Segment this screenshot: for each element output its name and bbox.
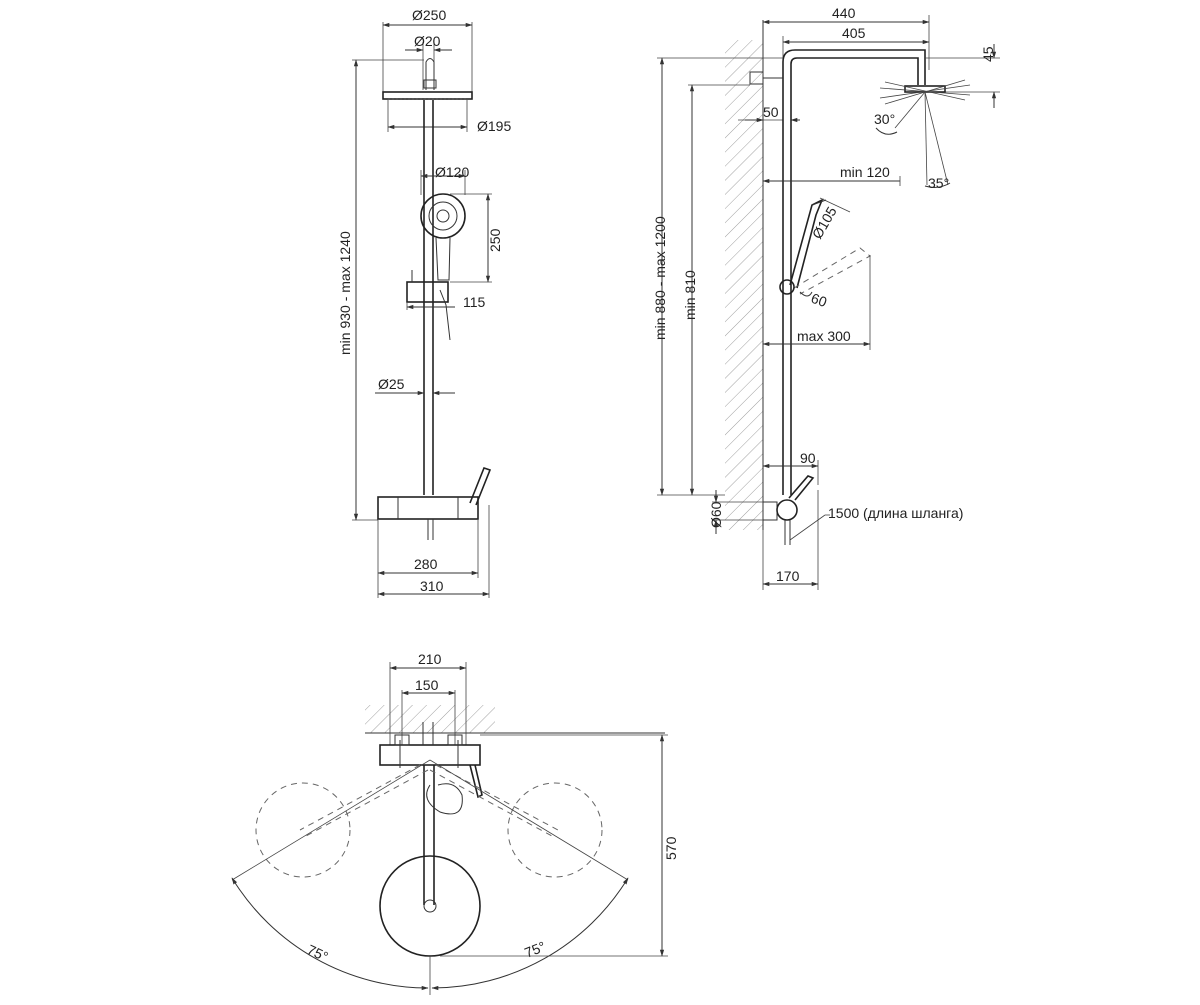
rotated-head-right	[507, 782, 603, 878]
dim-min810-label: min 810	[682, 270, 698, 320]
mixer-top	[379, 744, 481, 766]
dim-h45-label: 45	[980, 46, 996, 62]
side-view: 440 405 45 30° 35° 50	[652, 5, 1000, 590]
rotation-arc-right	[431, 877, 629, 991]
mixer-lever-side	[788, 475, 815, 501]
dim-w150-label: 150	[415, 677, 439, 693]
dim-w50-label: 50	[763, 104, 779, 120]
dim-min120-label: min 120	[840, 164, 890, 180]
top-wall-hatching	[365, 705, 495, 733]
dim-w170-label: 170	[776, 568, 800, 584]
dim-d120-label: Ø120	[435, 164, 469, 180]
hand-shower-top	[426, 783, 463, 815]
side-height-range-label: min 880 - max 1200	[652, 216, 668, 340]
dim-w280-label: 280	[414, 556, 438, 572]
angle-60-label: 60	[809, 290, 829, 310]
mixer-side	[776, 499, 798, 521]
rotation-arc-left	[231, 877, 429, 991]
hand-shower-side	[789, 198, 824, 289]
dim-h250-label: 250	[487, 228, 503, 252]
angle-right-label: 75°	[522, 938, 548, 961]
angle-35-label: 35°	[928, 175, 949, 191]
shower-arm-outer	[782, 49, 926, 85]
dim-d25-label: Ø25	[378, 376, 405, 392]
thermostatic-mixer	[377, 496, 479, 520]
hand-shower-head	[420, 193, 466, 239]
wall-hatching	[725, 40, 763, 530]
slider-holder-side	[779, 279, 795, 295]
dim-d20-label: Ø20	[414, 33, 441, 49]
angle-30-label: 30°	[874, 111, 895, 127]
dim-d195-label: Ø195	[477, 118, 511, 134]
mixer-lever	[469, 467, 492, 506]
hose-length-note: 1500 (длина шланга)	[828, 505, 963, 521]
dim-w90-label: 90	[800, 450, 816, 466]
top-view: 210 150 75° 75°	[231, 651, 679, 995]
front-height-range-label: min 930 - max 1240	[337, 231, 353, 355]
dim-d60-label: Ø60	[708, 501, 724, 528]
dim-w210-label: 210	[418, 651, 442, 667]
dim-max300-label: max 300	[797, 328, 851, 344]
shower-arm-joint	[425, 58, 435, 90]
dim-w405-label: 405	[842, 25, 866, 41]
dim-d250-label: Ø250	[412, 7, 446, 23]
dim-w310-label: 310	[420, 578, 444, 594]
rotated-head-left	[255, 782, 351, 878]
shower-arm-inner	[790, 57, 919, 85]
dim-w440-label: 440	[832, 5, 856, 21]
dim-w115-label: 115	[463, 294, 486, 310]
rain-shower-head	[382, 91, 473, 100]
hose	[439, 289, 451, 341]
dim-h570-label: 570	[663, 836, 679, 860]
angle-left-label: 75°	[305, 941, 331, 964]
slider-holder	[406, 281, 449, 303]
rain-head-top	[379, 855, 481, 957]
front-view: Ø250 Ø20 Ø195 min 930 - max 1240 250	[337, 7, 511, 598]
hand-shower-handle	[435, 237, 451, 281]
mixer-lever-top	[469, 764, 483, 799]
